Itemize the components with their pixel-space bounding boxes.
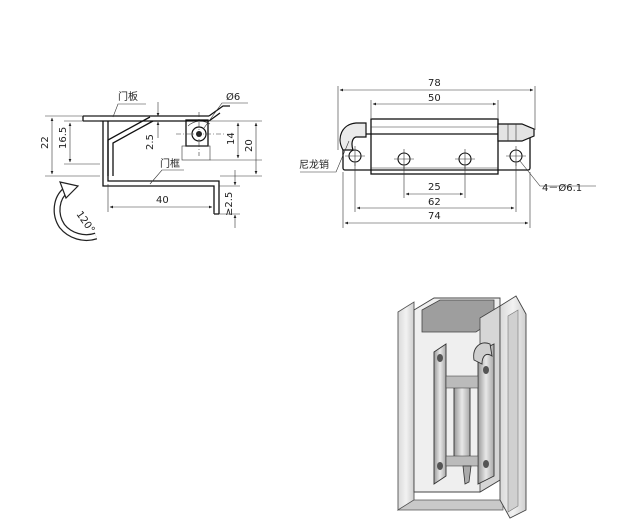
dim-74: 74 — [428, 211, 441, 222]
door-frame-outline — [102, 121, 220, 215]
dim-22-extension — [45, 115, 100, 177]
dim-40-extension — [107, 184, 215, 214]
swing-arc-small — [187, 120, 211, 127]
dim-62: 62 — [428, 197, 441, 208]
dim-78: 78 — [428, 78, 441, 89]
door-panel-return — [208, 105, 230, 122]
iso-hole-2 — [437, 462, 443, 470]
dim-20: 20 — [244, 139, 255, 152]
top-view: 78 50 25 62 74 尼龙销 4－Ø6.1 — [299, 78, 596, 228]
dim-40: 40 — [156, 195, 169, 206]
frame-bottom — [396, 499, 504, 511]
dim-50: 50 — [428, 93, 441, 104]
dim-22: 22 — [40, 136, 51, 149]
door-right-inner — [507, 309, 519, 513]
nylon-pin-hook — [339, 122, 367, 151]
dim-angle-120: 120° — [74, 209, 97, 235]
dia6-leader — [203, 102, 248, 129]
dim-50-extension — [370, 100, 499, 118]
dim-ge-2-5-extension — [219, 185, 240, 215]
dim-14: 14 — [226, 132, 237, 145]
iso-hole-1 — [437, 354, 443, 362]
rotation-arrow-inner — [54, 188, 97, 240]
dim-25-extension — [403, 166, 466, 198]
dim-14-20-extension — [210, 120, 262, 177]
dim-holes-4x6-1: 4－Ø6.1 — [542, 182, 582, 194]
dim-16-5: 16.5 — [58, 127, 69, 149]
hinge-plate-outline — [342, 133, 531, 171]
frame-left-flange — [397, 301, 415, 511]
label-door-frame: 门框 — [160, 157, 180, 170]
hinge-center-body — [370, 118, 499, 175]
isometric-view — [396, 295, 527, 519]
dim-74-extension — [342, 172, 531, 228]
door-panel-outline — [82, 115, 209, 122]
nylon-pin-hook-iso — [473, 342, 493, 365]
side-view: 门板 Ø6 门框 22 16.5 2.5 14 20 40 ≥2.5 — [40, 90, 262, 242]
door-frame-leader — [149, 169, 184, 185]
door-panel-leader — [112, 103, 146, 118]
hinge-pin-iso — [462, 465, 472, 485]
dim-hole-diameter-6: Ø6 — [226, 91, 240, 103]
dim-2-5: 2.5 — [145, 134, 156, 150]
dim-25: 25 — [428, 182, 441, 193]
holes-leader — [519, 160, 596, 187]
nylon-pin-leader — [300, 140, 350, 173]
dim-ge-2-5: ≥2.5 — [224, 192, 235, 216]
iso-hole-3 — [483, 366, 489, 374]
hinge-bottom-strap — [445, 455, 479, 467]
hinge-top-strap — [445, 375, 479, 389]
rotation-arrow-head — [59, 181, 80, 200]
hinge-leaf-left — [433, 343, 447, 485]
center-lines — [176, 112, 224, 156]
iso-hole-4 — [483, 460, 489, 468]
hole-center-marks — [345, 146, 526, 169]
dim-16-5-extension — [64, 120, 100, 165]
label-nylon-pin: 尼龙销 — [299, 158, 329, 171]
hinge-base-block — [181, 145, 211, 161]
dim-78-extension — [337, 86, 536, 150]
label-door-panel: 门板 — [118, 90, 138, 103]
dim-62-extension — [354, 163, 517, 212]
hinge-knuckle-barrel — [453, 379, 471, 465]
